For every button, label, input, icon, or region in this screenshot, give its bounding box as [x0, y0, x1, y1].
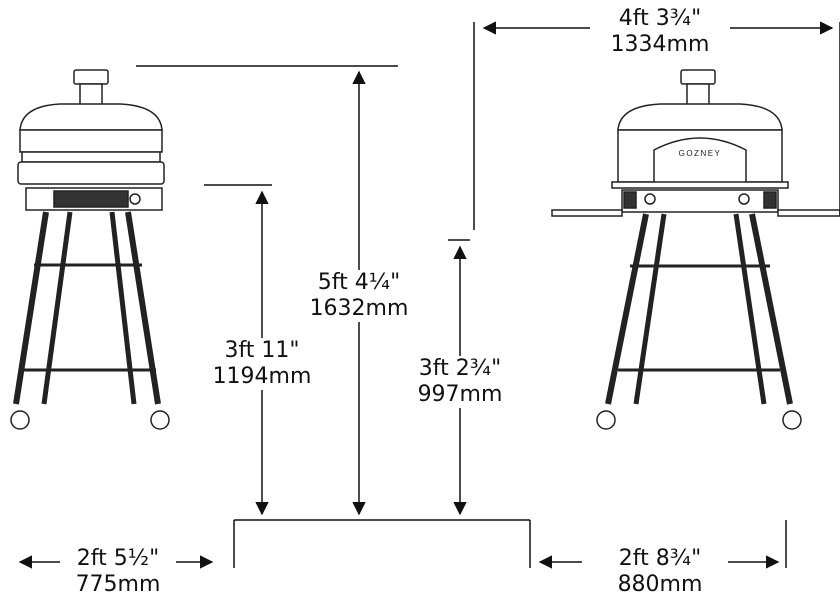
oven-front-view: GOZNEY: [551, 69, 840, 430]
width-shelves-metric: 1334mm: [610, 32, 710, 57]
oven-side-view: [10, 69, 170, 430]
label-stand-height-right: 3ft 2¾" 997mm: [404, 356, 516, 408]
base-width-left-imperial: 2ft 5½": [76, 546, 160, 571]
base-width-left-metric: 775mm: [75, 572, 161, 597]
stand-height-right-imperial: 3ft 2¾": [418, 356, 502, 381]
brand-logo: GOZNEY: [679, 149, 722, 158]
label-base-width-left: 2ft 5½" 775mm: [62, 546, 174, 598]
stand-height-left-metric: 1194mm: [212, 364, 312, 389]
base-depth-right-metric: 880mm: [617, 572, 703, 597]
stand-height-right-metric: 997mm: [417, 382, 503, 407]
label-width-shelves: 4ft 3¾" 1334mm: [590, 6, 730, 58]
label-base-depth-right: 2ft 8¾" 880mm: [598, 546, 722, 598]
total-height-imperial: 5ft 4¼": [317, 270, 401, 295]
width-shelves-imperial: 4ft 3¾": [618, 6, 702, 31]
total-height-metric: 1632mm: [309, 296, 409, 321]
stand-height-left-imperial: 3ft 11": [224, 338, 300, 363]
label-stand-height-left: 3ft 11" 1194mm: [206, 338, 318, 390]
base-depth-right-imperial: 2ft 8¾": [618, 546, 702, 571]
label-total-height: 5ft 4¼" 1632mm: [296, 270, 422, 322]
